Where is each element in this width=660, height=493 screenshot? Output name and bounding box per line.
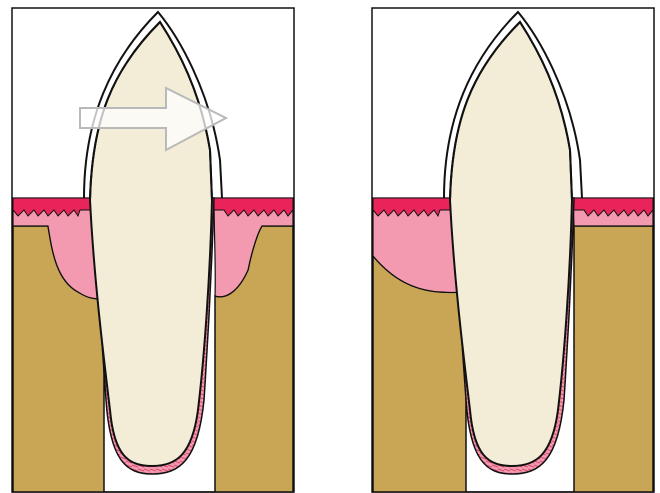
diagram-panel-after	[330, 0, 660, 493]
tooth-diagram-after	[330, 0, 660, 493]
tooth-diagram-before	[0, 0, 330, 493]
diagram-panel-before	[0, 0, 330, 493]
